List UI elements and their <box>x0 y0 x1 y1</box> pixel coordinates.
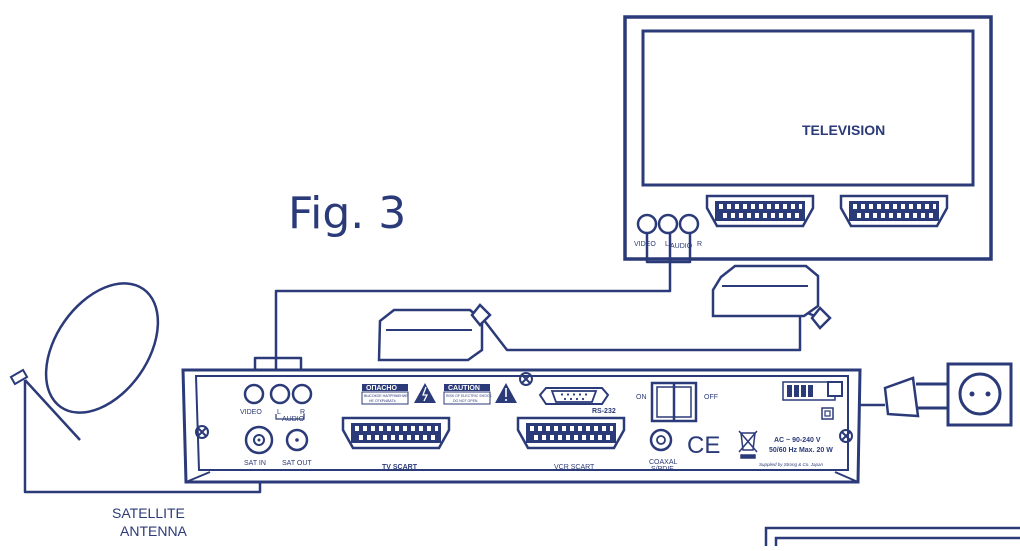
receiver-inner-frame <box>194 375 849 471</box>
sat-in-label: SAT IN <box>244 460 266 467</box>
tv-av-jacks <box>636 213 700 235</box>
rs232-port <box>538 387 610 405</box>
tv-audio-label: AUDIO <box>670 243 693 250</box>
rx-right-label: R <box>300 409 305 416</box>
rx-video-label: VIDEO <box>240 409 262 416</box>
weee-bin-icon <box>738 430 758 459</box>
ce-mark: CE <box>687 432 720 459</box>
rs232-label: RS-232 <box>592 408 616 415</box>
rx-left-label: L <box>277 409 281 416</box>
satellite-dish <box>9 282 160 414</box>
svg-text:CAUTION: CAUTION <box>448 385 480 392</box>
opasno-warning-label: ОПАСНО ВЫСОКОЕ НАПРЯЖЕНИЕ НЕ ОТКРЫВАТЬ <box>361 384 409 405</box>
svg-text:ВЫСОКОЕ НАПРЯЖЕНИЕ: ВЫСОКОЕ НАПРЯЖЕНИЕ <box>364 394 408 398</box>
figure-title: Fig. 3 <box>288 188 406 239</box>
lnb-head <box>9 368 29 386</box>
antenna-label-line1: SATELLITE <box>112 505 185 521</box>
vcr-scart-label: VCR SCART <box>554 464 595 471</box>
tv-scart-port-1 <box>705 194 815 228</box>
tv-video-label: VIDEO <box>634 241 656 248</box>
scart-plug-right <box>711 264 832 330</box>
tv-scart-label: TV SCART <box>382 464 418 471</box>
sat-in-connector <box>244 425 274 455</box>
receiver-av-jacks <box>243 383 313 405</box>
switch-off-label: OFF <box>704 394 718 401</box>
antenna-label-line2: ANTENNA <box>120 523 188 539</box>
switch-on-label: ON <box>636 394 647 401</box>
rating-line2: 50/60 Hz Max. 20 W <box>769 447 833 454</box>
scart-plug-left <box>377 303 492 362</box>
antenna-arm <box>24 379 81 441</box>
next-figure-edge <box>764 526 1020 546</box>
lightning-warning-icon <box>414 383 436 403</box>
spdif-label: S/PDIF <box>651 466 674 473</box>
power-switch <box>650 381 698 423</box>
sat-out-connector <box>285 428 309 452</box>
receiver-bottom-edge <box>185 471 859 483</box>
tv-screen <box>641 29 975 187</box>
svg-text:ОПАСНО: ОПАСНО <box>366 385 397 392</box>
coaxal-spdif-port <box>649 428 673 452</box>
svg-text:RISK OF ELECTRIC SHOCK: RISK OF ELECTRIC SHOCK <box>446 394 492 398</box>
audio-right-cable <box>670 233 692 264</box>
dish-reflector <box>44 282 160 414</box>
caution-warning-label: CAUTION RISK OF ELECTRIC SHOCK DO NOT OP… <box>443 384 492 405</box>
tv-label: TELEVISION <box>802 122 885 138</box>
supplier-label: Supplied by Strong & Co. Japan <box>759 462 824 467</box>
double-insulation-icon <box>821 407 834 420</box>
power-plug <box>883 376 950 418</box>
tv-right-label: R <box>697 241 702 248</box>
power-inlet <box>782 381 843 401</box>
video-cable <box>253 233 672 387</box>
television: TELEVISION VIDEO L AUDIO R <box>623 15 993 261</box>
sat-out-label: SAT OUT <box>282 460 312 467</box>
coaxal-label: COAXAL <box>649 459 678 466</box>
rating-line1: AC ~ 90-240 V <box>774 437 821 444</box>
receiver: VIDEO L R AUDIO SAT IN SAT OUT ОПАСНО ВЫ… <box>181 368 862 484</box>
tv-scart-port-2 <box>839 194 949 228</box>
wall-socket <box>946 362 1013 427</box>
tv-left-label: L <box>665 241 669 248</box>
tv-body <box>623 15 993 261</box>
rx-audio-label: AUDIO <box>282 416 305 423</box>
svg-text:DO NOT OPEN: DO NOT OPEN <box>453 399 478 403</box>
svg-text:НЕ ОТКРЫВАТЬ: НЕ ОТКРЫВАТЬ <box>369 399 397 403</box>
